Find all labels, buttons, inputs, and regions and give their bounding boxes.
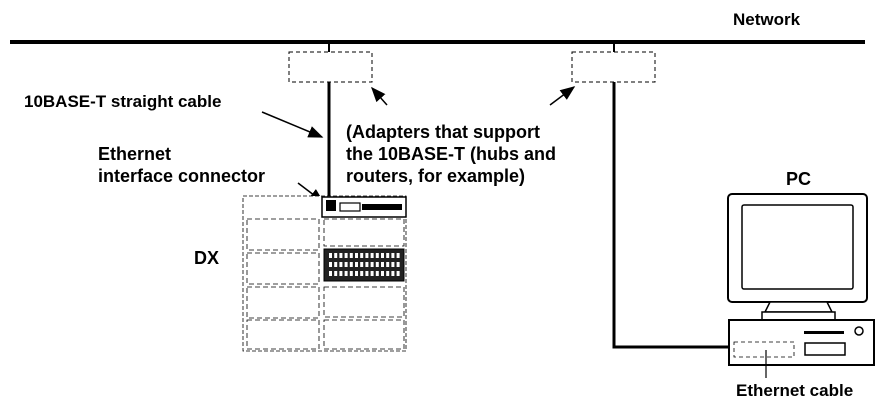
terminal-screw	[339, 253, 343, 258]
ethernet-connector-label-line1: Ethernet	[98, 144, 171, 164]
adapter-arrow-left	[371, 86, 388, 106]
power-button-icon	[854, 326, 864, 336]
terminal-screw	[334, 271, 338, 276]
terminal-screw	[396, 253, 400, 258]
floppy-slot	[804, 331, 844, 334]
dx-slot	[246, 319, 320, 350]
terminal-screw	[334, 253, 338, 258]
terminal-screw	[349, 271, 353, 276]
terminal-screw	[349, 262, 353, 267]
terminal-screw	[329, 253, 332, 258]
hub2-adapter-box	[571, 51, 656, 83]
terminal-screw	[360, 262, 364, 267]
monitor-neck	[763, 301, 834, 313]
adapters-label-line2: the 10BASE-T (hubs and	[346, 144, 556, 164]
terminal-screw	[386, 253, 390, 258]
terminal-screw	[370, 262, 374, 267]
ethernet-cable-line	[612, 82, 740, 349]
terminal-screw	[344, 253, 348, 258]
terminal-screw	[344, 271, 348, 276]
terminal-screw	[329, 262, 332, 267]
monitor-stand	[761, 311, 836, 321]
terminal-screw	[365, 253, 369, 258]
dx-module-band	[362, 204, 402, 210]
terminal-screw	[370, 253, 374, 258]
terminal-screw	[339, 262, 343, 267]
terminal-screw	[396, 262, 400, 267]
pc-unit	[727, 193, 875, 366]
terminal-screw	[349, 253, 353, 258]
adapters-label-line1: (Adapters that support	[346, 122, 540, 142]
terminal-screw	[381, 262, 384, 267]
dx-slot	[323, 218, 405, 247]
adapter-arrow-right	[549, 86, 576, 106]
dx-slot	[246, 218, 320, 251]
terminal-screw	[375, 253, 379, 258]
terminal-screw	[391, 262, 395, 267]
cable-label: 10BASE-T straight cable	[24, 92, 221, 111]
ethernet-cable-label: Ethernet cable	[736, 381, 853, 400]
dx-label: DX	[194, 248, 219, 268]
dx-slot	[323, 286, 405, 318]
adapters-label-line3: routers, for example)	[346, 166, 525, 186]
terminal-screw	[381, 271, 384, 276]
terminal-screw	[355, 271, 358, 276]
dx-slot	[246, 252, 320, 285]
terminal-screw	[334, 262, 338, 267]
hub1-adapter-box	[288, 51, 373, 83]
pc-base-unit	[728, 319, 875, 366]
drive-bay	[804, 342, 846, 356]
terminal-screw	[355, 253, 358, 258]
terminal-screw	[381, 253, 384, 258]
terminal-screw	[344, 262, 348, 267]
dx-unit	[242, 195, 407, 352]
terminal-screw	[396, 271, 400, 276]
ethernet-connector-label-line2: interface connector	[98, 166, 265, 186]
terminal-screw	[386, 271, 390, 276]
terminal-screw	[386, 262, 390, 267]
network-label: Network	[733, 10, 801, 29]
terminal-screw	[355, 262, 358, 267]
dx-slot	[246, 286, 320, 319]
terminal-screw	[391, 253, 395, 258]
terminal-screw	[375, 262, 379, 267]
terminal-screw	[365, 262, 369, 267]
terminal-screw	[339, 271, 343, 276]
terminal-screw	[360, 271, 364, 276]
cable-arrow	[261, 111, 324, 138]
terminal-screw	[391, 271, 395, 276]
terminal-screw	[370, 271, 374, 276]
pc-label: PC	[786, 169, 811, 189]
dx-slot	[323, 319, 405, 350]
monitor-screen	[741, 204, 854, 290]
terminal-screw	[329, 271, 332, 276]
dx-terminal-grid	[329, 253, 400, 276]
terminal-screw	[360, 253, 364, 258]
pc-interface-box	[733, 341, 795, 358]
dx-terminal-module	[323, 248, 405, 282]
dx-display-window	[339, 202, 361, 212]
ethernet-connector-port	[326, 200, 336, 211]
terminal-screw	[375, 271, 379, 276]
terminal-screw	[365, 271, 369, 276]
